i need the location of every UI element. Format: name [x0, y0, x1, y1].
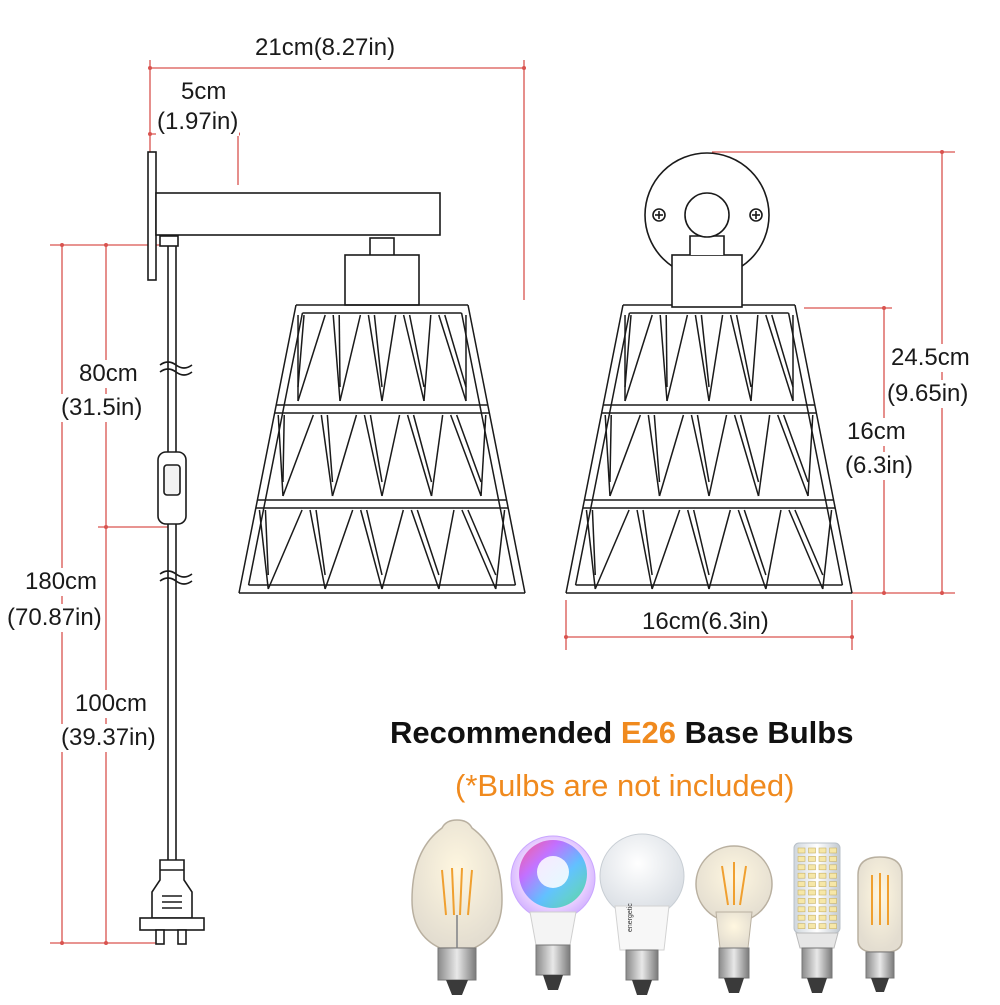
plug	[152, 860, 192, 918]
socket-housing	[345, 255, 419, 305]
overall-height-in-label: (9.65in)	[886, 380, 969, 408]
bulb-row	[412, 820, 902, 995]
heading-prefix: Recommended	[390, 715, 621, 750]
cord-lower-in-label: (39.37in)	[60, 724, 157, 752]
bulbs-not-included-note: (*Bulbs are not included)	[455, 768, 794, 804]
edison-bulb-icon	[412, 820, 502, 995]
lamp-arm	[156, 193, 440, 235]
arm-offset-in-label: (1.97in)	[156, 108, 239, 136]
heading-suffix: Base Bulbs	[676, 715, 853, 750]
total-width-label: 21cm(8.27in)	[254, 34, 396, 62]
front-view-lamp	[645, 153, 769, 307]
side-view-cage-shade	[239, 305, 525, 593]
recommended-bulbs-heading: Recommended E26 Base Bulbs	[390, 715, 950, 751]
corn-bulb-icon	[794, 843, 840, 993]
led-bulb-icon	[600, 834, 684, 995]
screw-left-icon	[653, 209, 665, 221]
shade-height-cm-label: 16cm	[846, 418, 907, 446]
side-view-lamp	[140, 152, 440, 944]
cord-total-cm-label: 180cm	[24, 568, 98, 596]
rgb-bulb-icon	[511, 836, 595, 990]
shade-height-in-label: (6.3in)	[844, 452, 914, 480]
filament-bulb-icon	[696, 846, 772, 993]
wall-plate	[148, 152, 156, 280]
overall-height-cm-label: 24.5cm	[890, 344, 971, 372]
heading-e26-highlight: E26	[621, 715, 676, 750]
cord-clip	[160, 236, 178, 246]
cord-upper-in-label: (31.5in)	[60, 394, 143, 422]
arm-offset-cm-label: 5cm	[180, 78, 227, 106]
screw-right-icon	[750, 209, 762, 221]
cord-total-in-label: (70.87in)	[6, 604, 103, 632]
shade-width-label: 16cm(6.3in)	[641, 608, 770, 636]
tube-bulb-icon	[858, 857, 902, 992]
cord-lower-cm-label: 100cm	[74, 690, 148, 718]
socket-housing-front	[672, 255, 742, 307]
bulb-brand-text: energetic	[627, 903, 634, 932]
cord-upper-cm-label: 80cm	[78, 360, 139, 388]
socket-neck	[370, 238, 394, 256]
canopy-center-ring	[685, 193, 729, 237]
front-view-cage-shade	[566, 305, 852, 593]
